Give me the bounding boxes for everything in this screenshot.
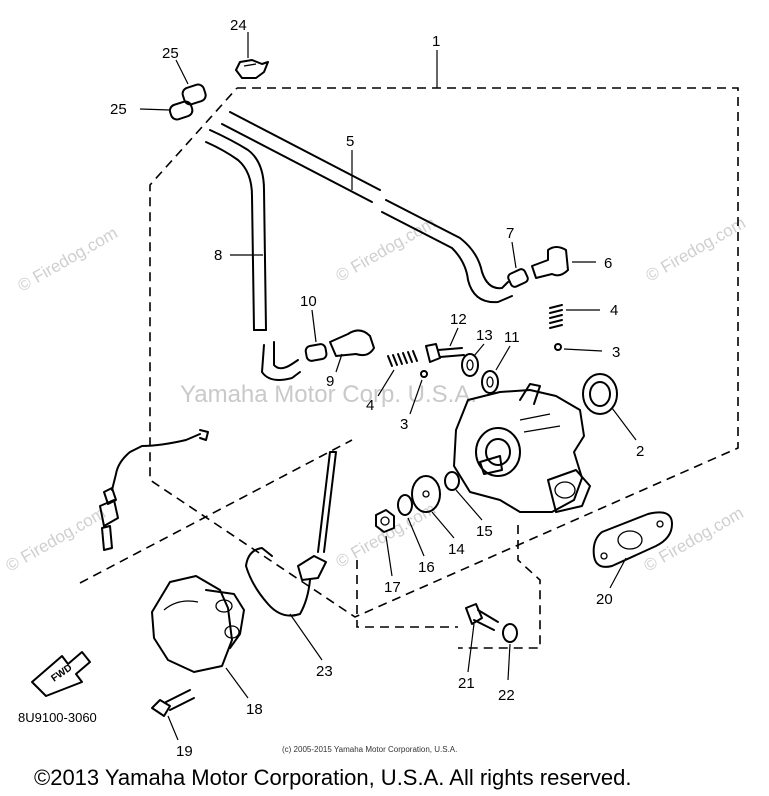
part-6-elbow — [531, 246, 596, 279]
part-4-spring-lower — [377, 350, 418, 397]
label-6: 6 — [604, 255, 612, 272]
label-2: 2 — [636, 443, 644, 460]
part-25-grommets — [139, 59, 207, 121]
label-15: 15 — [476, 523, 493, 540]
label-10: 10 — [300, 293, 317, 310]
part-18-cover — [151, 575, 249, 699]
diagram-code: 8U9100-3060 — [18, 710, 97, 725]
label-16: 16 — [418, 559, 435, 576]
part-14-plate — [411, 475, 455, 539]
part-8-hose — [205, 129, 301, 381]
small-copyright: (c) 2005-2015 Yamaha Motor Corporation, … — [282, 745, 457, 754]
label-24: 24 — [230, 17, 247, 34]
assembly-outline — [79, 50, 739, 649]
label-14: 14 — [448, 541, 465, 558]
part-23-cable — [245, 451, 337, 661]
part-13-washer — [461, 343, 485, 377]
pump-body — [453, 383, 591, 513]
watermark-yamaha: Yamaha Motor Corp. U.S.A. — [180, 381, 477, 408]
label-12: 12 — [450, 311, 467, 328]
part-3-ball-upper — [554, 343, 603, 352]
label-5: 5 — [346, 133, 354, 150]
label-3-lower: 3 — [400, 416, 408, 433]
label-18: 18 — [246, 701, 263, 718]
label-7: 7 — [506, 225, 514, 242]
part-24-clamp — [235, 32, 269, 79]
label-8: 8 — [214, 247, 222, 264]
label-19: 19 — [176, 743, 193, 760]
part-22-washer — [502, 623, 518, 681]
label-20: 20 — [596, 591, 613, 608]
label-17: 17 — [384, 579, 401, 596]
part-12-bolt — [425, 327, 465, 363]
watermark-firedog-2: © Firedog.com — [333, 213, 439, 285]
label-9: 9 — [326, 373, 334, 390]
cable-assembly-left — [99, 429, 209, 551]
part-17-nut — [375, 509, 395, 577]
label-22: 22 — [498, 687, 515, 704]
fwd-label: FWD — [49, 662, 74, 684]
label-3-upper: 3 — [612, 344, 620, 361]
part-number-labels: 1 2 3 3 4 4 5 6 7 8 9 10 11 12 13 14 15 … — [110, 17, 644, 760]
label-25-upper: 25 — [162, 45, 179, 62]
part-10-grommet — [304, 309, 328, 362]
part-21-bolt — [465, 603, 499, 673]
label-21: 21 — [458, 675, 475, 692]
part-3-ball-lower — [409, 370, 428, 415]
footer-copyright: ©2013 Yamaha Motor Corporation, U.S.A. A… — [34, 765, 631, 790]
watermark-firedog-3: © Firedog.com — [643, 213, 749, 285]
label-11: 11 — [504, 329, 520, 346]
part-15-washer — [444, 471, 483, 521]
part-11-washer — [481, 345, 511, 394]
part-4-spring-upper — [549, 304, 600, 329]
watermark-firedog-6: © Firedog.com — [641, 503, 747, 575]
part-5-hose — [221, 111, 513, 304]
label-4-upper: 4 — [610, 302, 618, 319]
label-23: 23 — [316, 663, 333, 680]
label-4-lower: 4 — [366, 397, 374, 414]
part-16-washer — [397, 494, 425, 557]
part-9-elbow — [329, 329, 375, 373]
label-1: 1 — [432, 33, 440, 50]
label-25-lower: 25 — [110, 101, 127, 118]
part-20-gasket — [592, 511, 673, 589]
watermark-firedog-1: © Firedog.com — [15, 223, 121, 295]
part-7-fitting — [507, 241, 529, 288]
part-19-bolt — [151, 689, 195, 741]
part-2-oil-seal — [582, 373, 637, 441]
watermark-firedog-4: © Firedog.com — [3, 503, 109, 575]
label-13: 13 — [476, 327, 493, 344]
fwd-arrow: FWD — [31, 651, 91, 697]
